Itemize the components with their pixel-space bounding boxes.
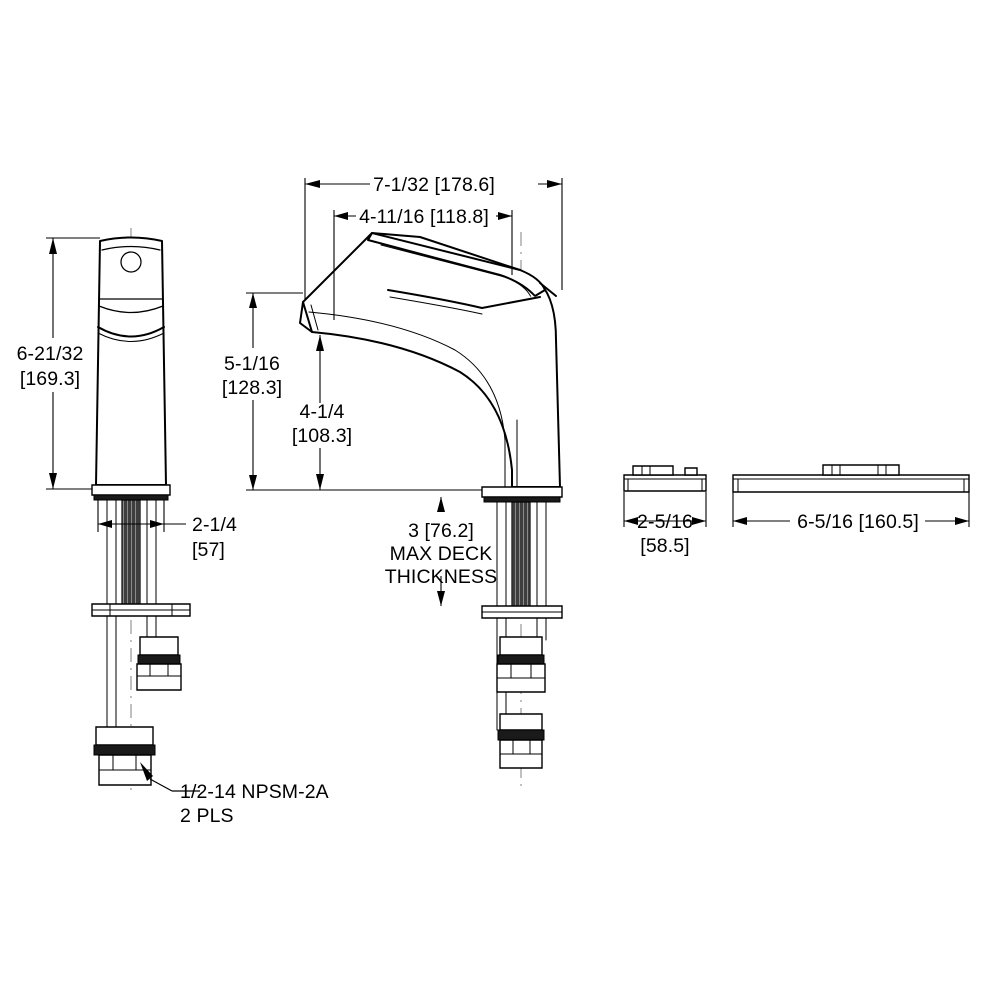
escutcheon-end-view (623, 465, 707, 492)
leader-line-thread-diagonal (149, 778, 173, 792)
escutcheon-front-boss (822, 464, 900, 476)
dimension-spout-reach: 4-11/16 [118.8] (333, 206, 513, 320)
dimension-spout-height: 4-1/4 [108.3] (292, 335, 352, 490)
arrow-spout-reach-right (498, 212, 512, 220)
side-profile-view (299, 232, 563, 790)
dimension-escutcheon-width-line2: [58.5] (640, 535, 689, 557)
arrow-height-top (49, 238, 57, 254)
dimension-spout-height-line1: 4-1/4 (300, 401, 345, 423)
spout-inner-contour (308, 311, 506, 488)
arrow-overall-width-right (547, 180, 562, 188)
arrow-spout-height-bottom (316, 474, 324, 490)
handle-seam-curve-1 (98, 305, 164, 314)
callout-thread-spec: 1/2-14 NPSM-2A 2 PLS (140, 762, 329, 827)
compression-nut-upper-side (499, 636, 543, 656)
deck-flange-side (481, 486, 563, 498)
dimension-overall-height: 6-21/32 [169.3] (17, 237, 100, 490)
arrow-spout-reach-left (334, 212, 348, 220)
callout-thread-spec-line2: 2 PLS (180, 805, 234, 827)
dimension-escutcheon-width-line1: 2-5/16 (637, 511, 693, 533)
dimension-overall-width-text: 7-1/32 [178.6] (373, 174, 495, 196)
arrow-body-height-bottom (249, 475, 257, 490)
arrow-overall-width-left (305, 180, 320, 188)
escutcheon-front-view (732, 464, 970, 493)
dimension-overall-height-line1: 6-21/32 (17, 343, 84, 365)
dimension-escutcheon-width: 2-5/16 [58.5] (623, 492, 707, 557)
front-elevation-view (91, 228, 191, 790)
body-top-cap (99, 236, 163, 242)
compression-band-lower-side (497, 729, 545, 741)
arrow-body-height-top (249, 293, 257, 308)
spout-tip-bevel (302, 301, 313, 333)
compression-body-upper-front (136, 663, 182, 691)
dimension-body-height-line1: 5-1/16 (224, 353, 280, 375)
compression-nut-upper-front (139, 636, 179, 656)
dimension-max-deck-thickness: 3 [76.2] MAX DECK THICKNESS (385, 497, 498, 606)
dimension-overall-height-line2: [169.3] (20, 368, 80, 390)
deck-flange-gasket (93, 494, 169, 501)
arrow-deck-thickness-top (437, 497, 445, 512)
handle-rear-edge (539, 282, 557, 297)
dimension-spout-height-line2: [108.3] (292, 425, 352, 447)
threaded-shank-front (121, 499, 141, 611)
spout-tip-bevel-inner (310, 304, 319, 331)
compression-nut-lower-side (499, 713, 543, 731)
dimension-deck-thickness-line2: MAX DECK (390, 543, 493, 565)
arrow-base-width-left (98, 520, 112, 528)
dimension-escutcheon-length-text: 6-5/16 [160.5] (797, 511, 919, 533)
leader-arrowhead-thread (140, 762, 153, 781)
compression-band-upper-front (137, 654, 181, 665)
dimension-escutcheon-length: 6-5/16 [160.5] (732, 492, 970, 533)
dimension-body-height-line2: [128.3] (222, 377, 282, 399)
dimension-base-width: 2-1/4 [57] (97, 500, 237, 561)
handle-underside-inner (389, 296, 483, 315)
compression-band-upper-side (497, 654, 545, 665)
arrow-escutcheon-width-right (692, 517, 706, 525)
deck-flange-gasket-side (483, 496, 561, 503)
arrow-spout-height-top (316, 335, 324, 351)
dimension-deck-thickness-line3: THICKNESS (385, 566, 498, 588)
arrow-height-bottom (49, 473, 57, 489)
dimension-overall-width: 7-1/32 [178.6] (304, 174, 563, 300)
escutcheon-front-plate (732, 474, 970, 493)
handle-pivot-circle (120, 251, 142, 273)
dimension-spout-reach-text: 4-11/16 [118.8] (359, 206, 489, 228)
arrow-escutcheon-length-right (955, 517, 969, 525)
callout-thread-spec-line1: 1/2-14 NPSM-2A (180, 781, 329, 803)
faucet-body-front (95, 236, 167, 486)
dimension-body-height: 5-1/16 [128.3] (222, 292, 482, 491)
dimension-deck-thickness-line1: 3 [76.2] (408, 520, 474, 542)
compression-nut-lower-front (95, 726, 154, 746)
deck-flange-front (91, 484, 171, 496)
escutcheon-end-plate (623, 474, 707, 492)
arrow-deck-thickness-bottom (437, 591, 445, 606)
escutcheon-end-boss-large (632, 465, 674, 476)
arrow-escutcheon-width-left (624, 517, 638, 525)
dimension-base-width-line1: 2-1/4 (192, 514, 237, 536)
arrow-escutcheon-length-left (733, 517, 747, 525)
handle-inner-contour (380, 244, 532, 298)
handle-seam-curve-2 (97, 326, 165, 338)
dimension-base-width-line2: [57] (192, 539, 225, 561)
handle-underside-break (387, 289, 541, 309)
compression-band-lower-front (93, 744, 156, 756)
handle-seam-curve-3 (97, 332, 165, 342)
escutcheon-end-boss-small (684, 467, 698, 476)
arrow-base-width-right (150, 520, 164, 528)
threaded-shank-side (511, 501, 531, 613)
body-top-cap-inner (101, 245, 161, 251)
